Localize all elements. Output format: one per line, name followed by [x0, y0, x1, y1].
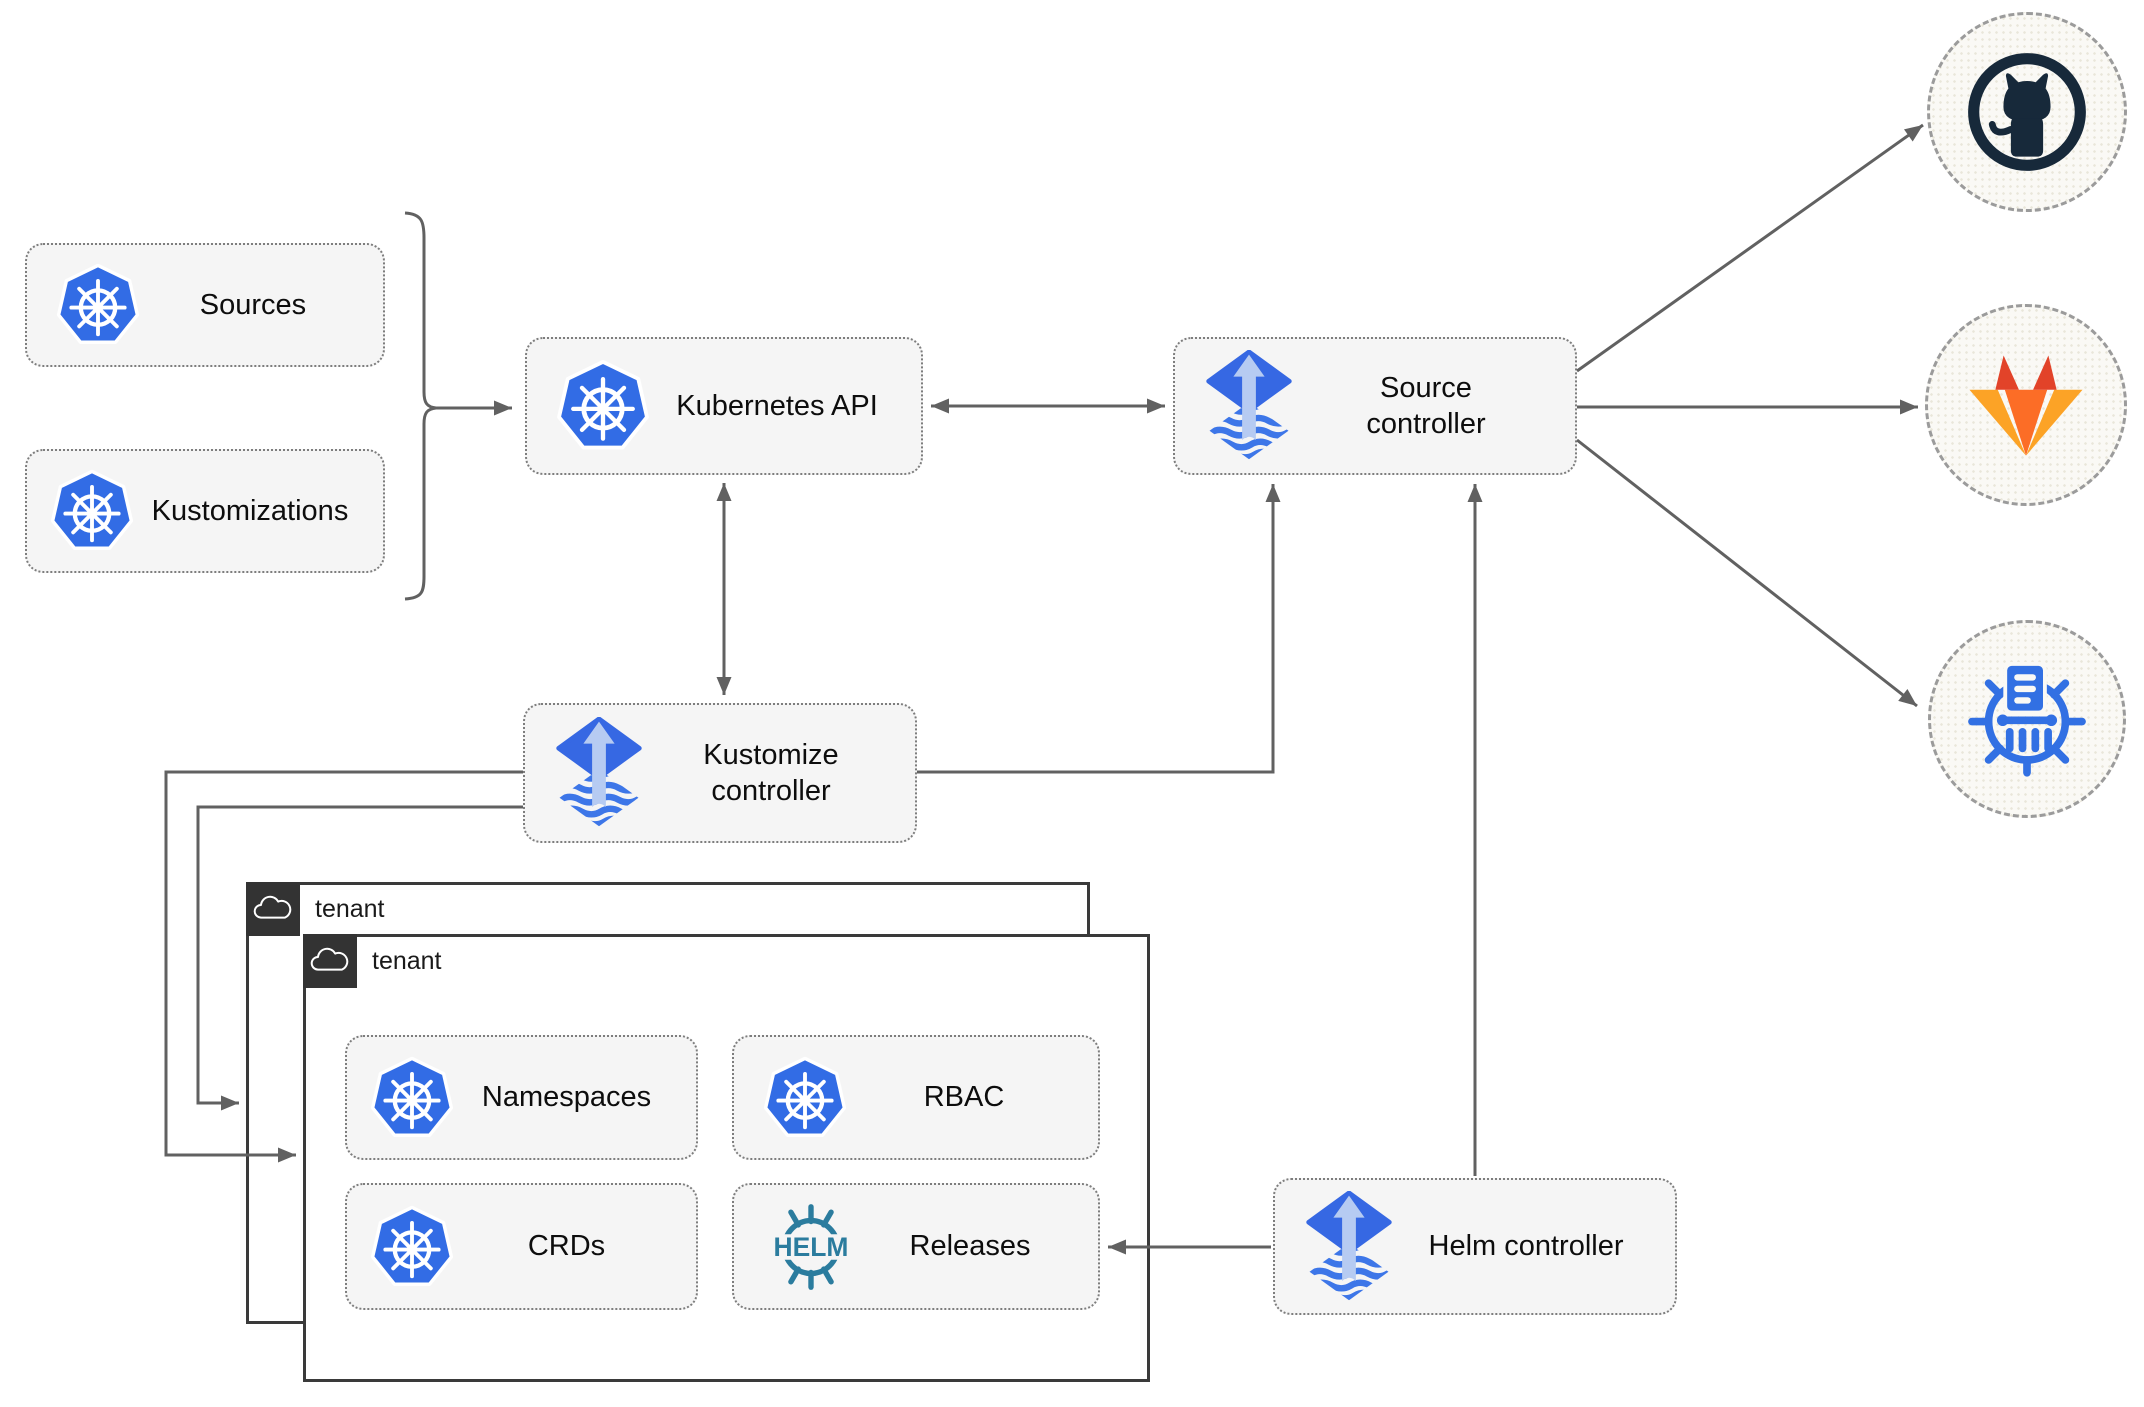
connector-source-to-github: [1576, 123, 1924, 373]
tenant-back-label: tenant: [315, 894, 385, 923]
node-kustomize-controller-label: Kustomize controller: [703, 738, 839, 807]
gitlab-node: [1925, 304, 2127, 506]
tenant-back-tab: [246, 882, 300, 936]
connector-kustomize-to-source-controller: [917, 484, 1281, 774]
github-icon: [1968, 53, 2086, 171]
tenant-front-label: tenant: [372, 946, 442, 975]
flux-icon: [553, 717, 645, 829]
kubernetes-icon: [555, 358, 651, 454]
node-source-controller-label: Source controller: [1366, 371, 1486, 440]
node-crds: CRDs: [345, 1183, 698, 1310]
kubernetes-icon: [762, 1055, 848, 1141]
node-rbac: RBAC: [732, 1035, 1100, 1160]
cloud-icon: [253, 895, 292, 919]
brace-sources-group: [404, 211, 437, 601]
gitlab-icon: [1969, 355, 2083, 456]
helm-icon: HELM: [762, 1198, 860, 1296]
flux-icon: [1303, 1191, 1395, 1303]
helm-repository-node: [1928, 620, 2126, 818]
node-kustomizations-label: Kustomizations: [151, 494, 349, 527]
node-releases-label: Releases: [909, 1230, 1031, 1263]
node-releases: HELM Releases: [732, 1183, 1100, 1310]
tenant-front-tab: [303, 934, 357, 988]
flux-icon: [1203, 350, 1295, 462]
node-namespaces-label: Namespaces: [481, 1081, 652, 1114]
kubernetes-icon: [369, 1204, 455, 1290]
github-node: [1927, 12, 2127, 212]
node-sources: Sources: [25, 243, 385, 367]
helm-repository-icon: [1968, 662, 2086, 777]
kubernetes-icon: [55, 262, 141, 348]
node-source-controller: Source controller: [1173, 337, 1577, 475]
node-kustomizations: Kustomizations: [25, 449, 385, 573]
node-crds-label: CRDs: [527, 1230, 606, 1263]
helm-logo-text: HELM: [774, 1231, 849, 1261]
node-namespaces: Namespaces: [345, 1035, 698, 1160]
kubernetes-icon: [369, 1055, 455, 1141]
node-rbac-label: RBAC: [923, 1081, 1005, 1114]
node-sources-label: Sources: [199, 288, 307, 321]
node-helm-controller-label: Helm controller: [1428, 1230, 1624, 1263]
node-kubernetes-api-label: Kubernetes API: [676, 389, 878, 422]
connector-source-to-helm-repository: [1576, 438, 1918, 708]
kubernetes-icon: [49, 468, 135, 554]
node-helm-controller: Helm controller: [1273, 1178, 1677, 1315]
node-kustomize-controller: Kustomize controller: [523, 703, 917, 843]
cloud-icon: [310, 947, 349, 971]
node-kubernetes-api: Kubernetes API: [525, 337, 923, 475]
